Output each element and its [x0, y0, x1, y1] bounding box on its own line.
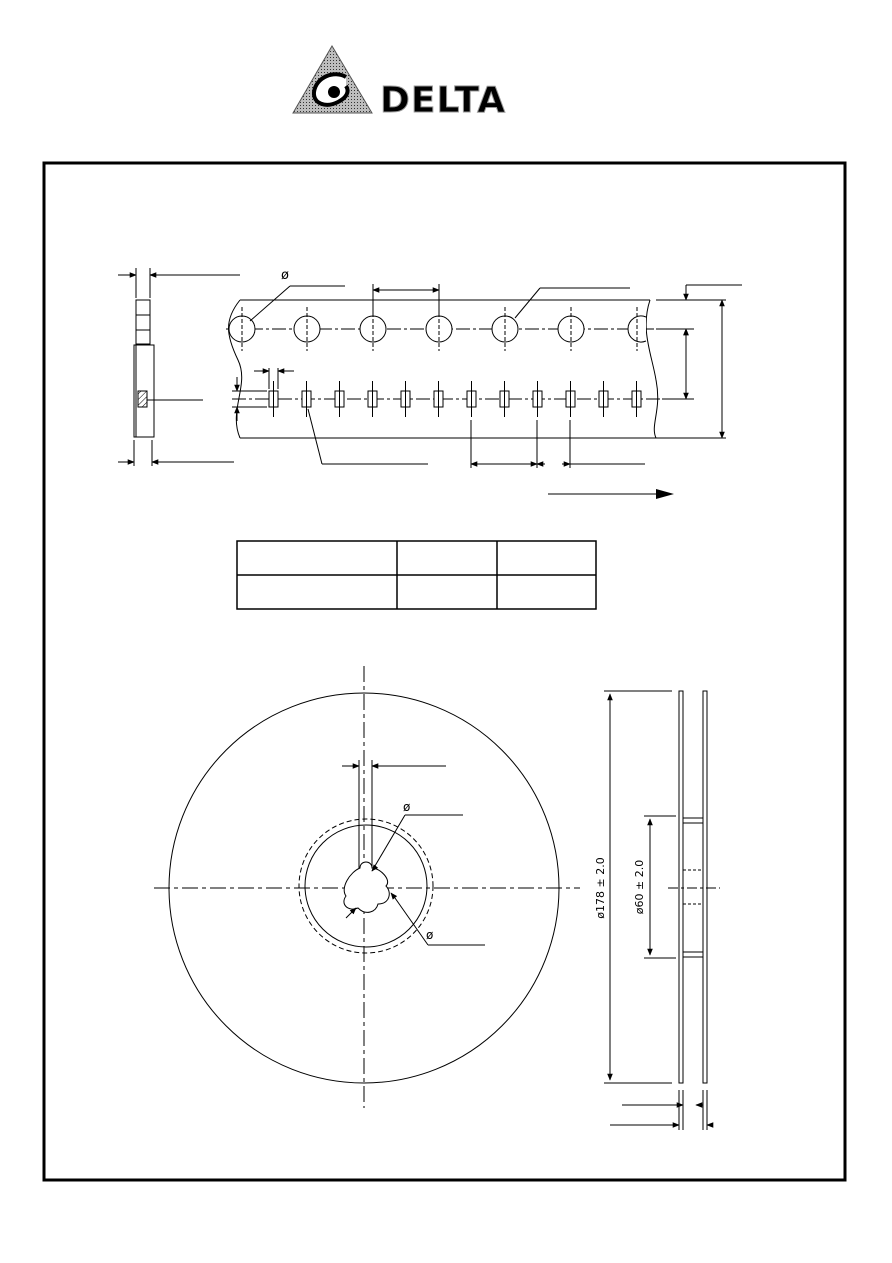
pocket — [532, 381, 543, 417]
pocket — [367, 381, 378, 417]
delta-triangle-logo-icon — [292, 45, 373, 114]
sprocket-hole — [425, 307, 453, 351]
pocket — [301, 381, 312, 417]
tape-dimensions — [232, 284, 742, 468]
hole-diameter-symbol: ø — [281, 268, 289, 283]
spec-table — [236, 540, 597, 610]
sprocket-hole — [228, 307, 256, 351]
arbor-diameter-symbol: ø — [426, 928, 433, 942]
pocket — [433, 381, 444, 417]
pocket — [268, 381, 279, 417]
sprocket-hole — [627, 307, 647, 351]
sheet-frame — [42, 161, 847, 1182]
reel-side-view — [604, 690, 720, 1130]
sprocket-hole — [557, 307, 585, 351]
component-pockets — [268, 381, 642, 417]
pocket — [631, 381, 642, 417]
arrow-right-icon — [548, 489, 674, 499]
pocket — [499, 381, 510, 417]
brand-text: DELTA — [380, 80, 506, 121]
reel-outer-diameter: ø178 ± 2.0 — [594, 857, 607, 918]
pocket — [565, 381, 576, 417]
pocket — [334, 381, 345, 417]
reel-front-view — [154, 666, 580, 1108]
pocket — [400, 381, 411, 417]
hub-diameter-symbol: ø — [403, 800, 410, 814]
delta-logo: DELTA — [292, 45, 506, 122]
sprocket-hole — [293, 307, 321, 351]
tape-side-view — [118, 268, 240, 466]
sprocket-hole — [491, 307, 519, 351]
sprocket-holes — [228, 307, 647, 351]
pocket — [466, 381, 477, 417]
reel-hub-diameter: ø60 ± 2.0 — [633, 860, 646, 914]
pocket — [598, 381, 609, 417]
